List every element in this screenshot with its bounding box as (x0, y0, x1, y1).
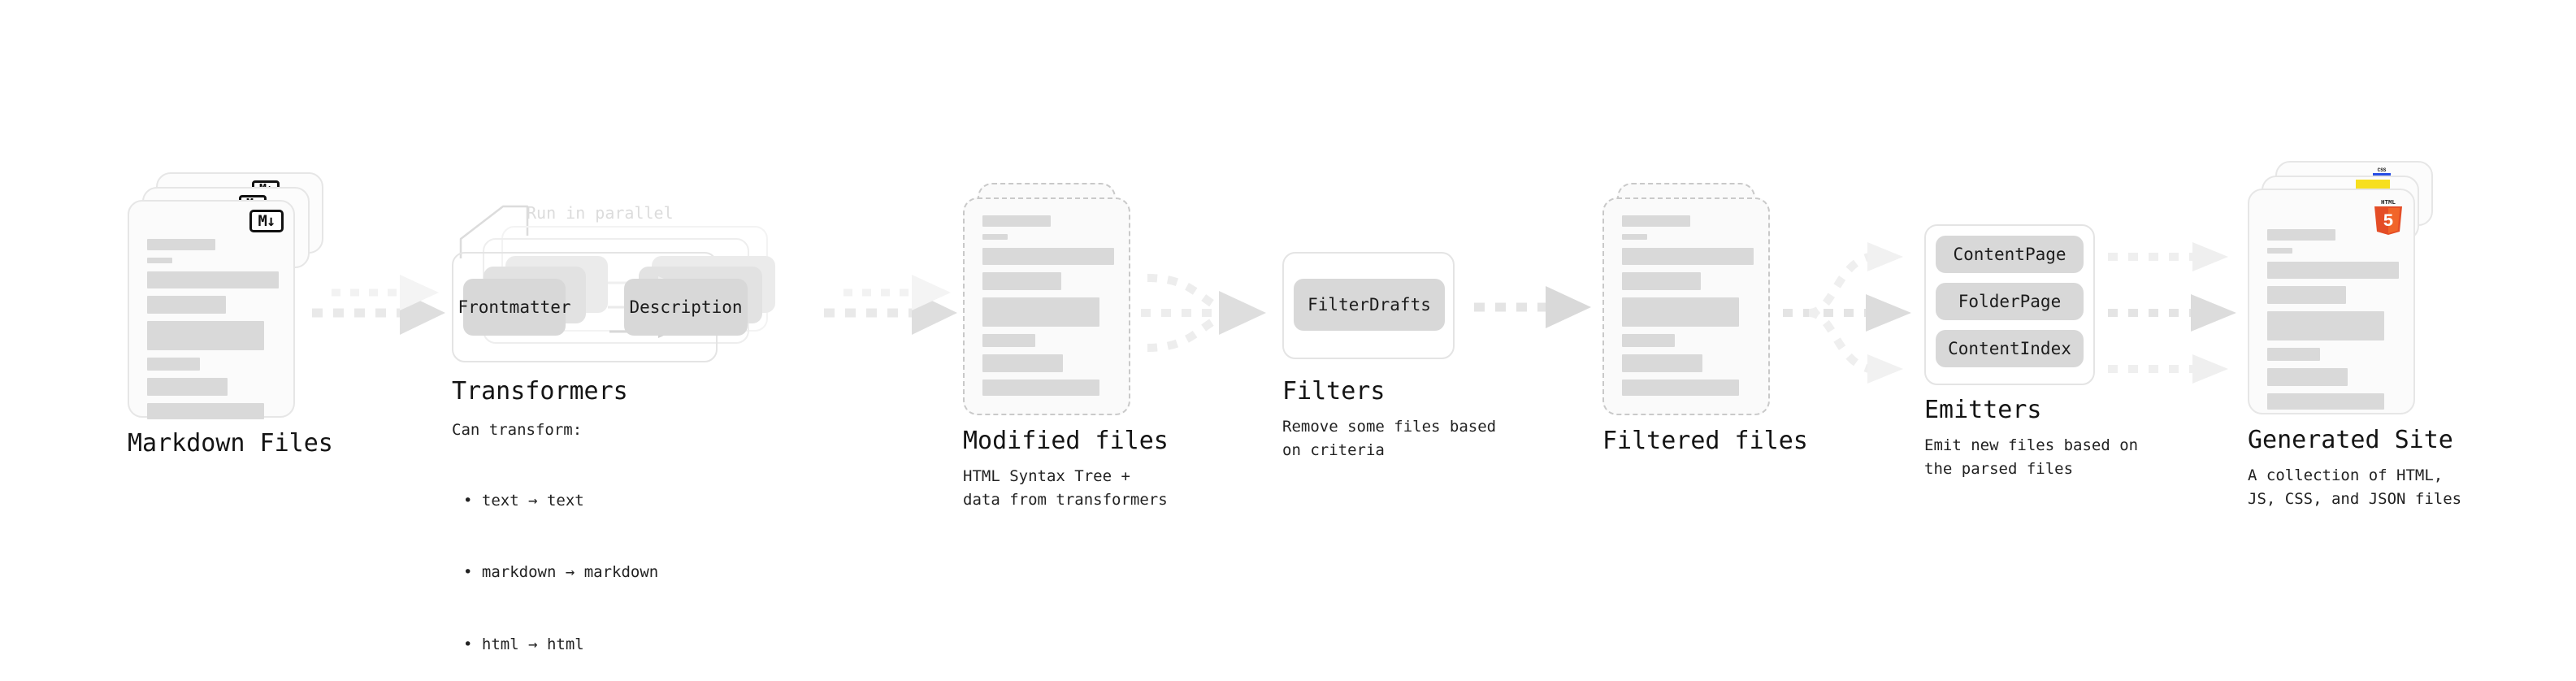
emitters-chip-contentindex[interactable]: ContentIndex (1936, 330, 2084, 367)
filters-group (1282, 252, 1455, 359)
generated-site-subtitle: A collection of HTML, JS, CSS, and JSON … (2248, 466, 2462, 509)
modified-files-subtitle: HTML Syntax Tree + data from transformer… (963, 467, 1168, 510)
connector-emitters-to-site (2108, 242, 2236, 384)
transformers-bullet-item: text → text (463, 489, 658, 513)
generated-site-content (2267, 229, 2399, 417)
connector-transformers-to-modified (824, 275, 957, 335)
emitters-chip-contentpage[interactable]: ContentPage (1936, 236, 2084, 273)
filtered-file-card (1602, 197, 1770, 415)
markdown-file-card: M↓ (128, 200, 295, 419)
emitters-group (1924, 224, 2095, 385)
html5-icon: HTML 5 (2374, 200, 2402, 235)
transformers-chip-description[interactable]: Description (624, 279, 748, 336)
connector-filters-to-filtered (1474, 286, 1591, 328)
filters-title: Filters (1282, 377, 1386, 406)
emitters-subtitle: Emit new files based on the parsed files (1924, 436, 2139, 479)
transformers-title: Transformers (452, 377, 628, 406)
markdown-icon: M↓ (249, 210, 284, 232)
transformers-bullet-item: html → html (463, 633, 658, 657)
modified-file-card (963, 197, 1130, 415)
svg-text:5: 5 (2383, 211, 2393, 232)
markdown-file-content (147, 239, 279, 427)
transformers-bullet-item: markdown → markdown (463, 561, 658, 584)
connector-modified-to-filters (1141, 274, 1266, 352)
modified-file-content (982, 215, 1114, 403)
css3-icon: CSS (2373, 167, 2391, 176)
transformers-chip-frontmatter[interactable]: Frontmatter (458, 279, 571, 336)
emitters-chip-folderpage[interactable]: FolderPage (1936, 283, 2084, 320)
filters-chip-filterdrafts[interactable]: FilterDrafts (1294, 279, 1445, 331)
filtered-files-title: Filtered files (1602, 427, 1808, 455)
filtered-file-content (1622, 215, 1754, 403)
generated-site-title: Generated Site (2248, 426, 2453, 454)
svg-text:CSS: CSS (2378, 167, 2387, 173)
emitters-title: Emitters (1924, 396, 2042, 424)
markdown-files-title: Markdown Files (128, 429, 333, 458)
svg-text:HTML: HTML (2381, 200, 2396, 206)
filters-subtitle: Remove some files based on criteria (1282, 418, 1497, 460)
connector-markdown-to-transformers (312, 275, 445, 335)
run-in-parallel-bracket (459, 205, 529, 258)
transformers-subtitle-heading: Can transform: (452, 421, 583, 439)
generated-site-card: HTML 5 (2248, 189, 2415, 414)
run-in-parallel-note: Run in parallel (527, 203, 674, 223)
modified-files-title: Modified files (963, 427, 1169, 455)
connector-filtered-to-emitters (1783, 242, 1911, 384)
transformers-bullet-list: text → text markdown → markdown html → h… (463, 441, 658, 681)
